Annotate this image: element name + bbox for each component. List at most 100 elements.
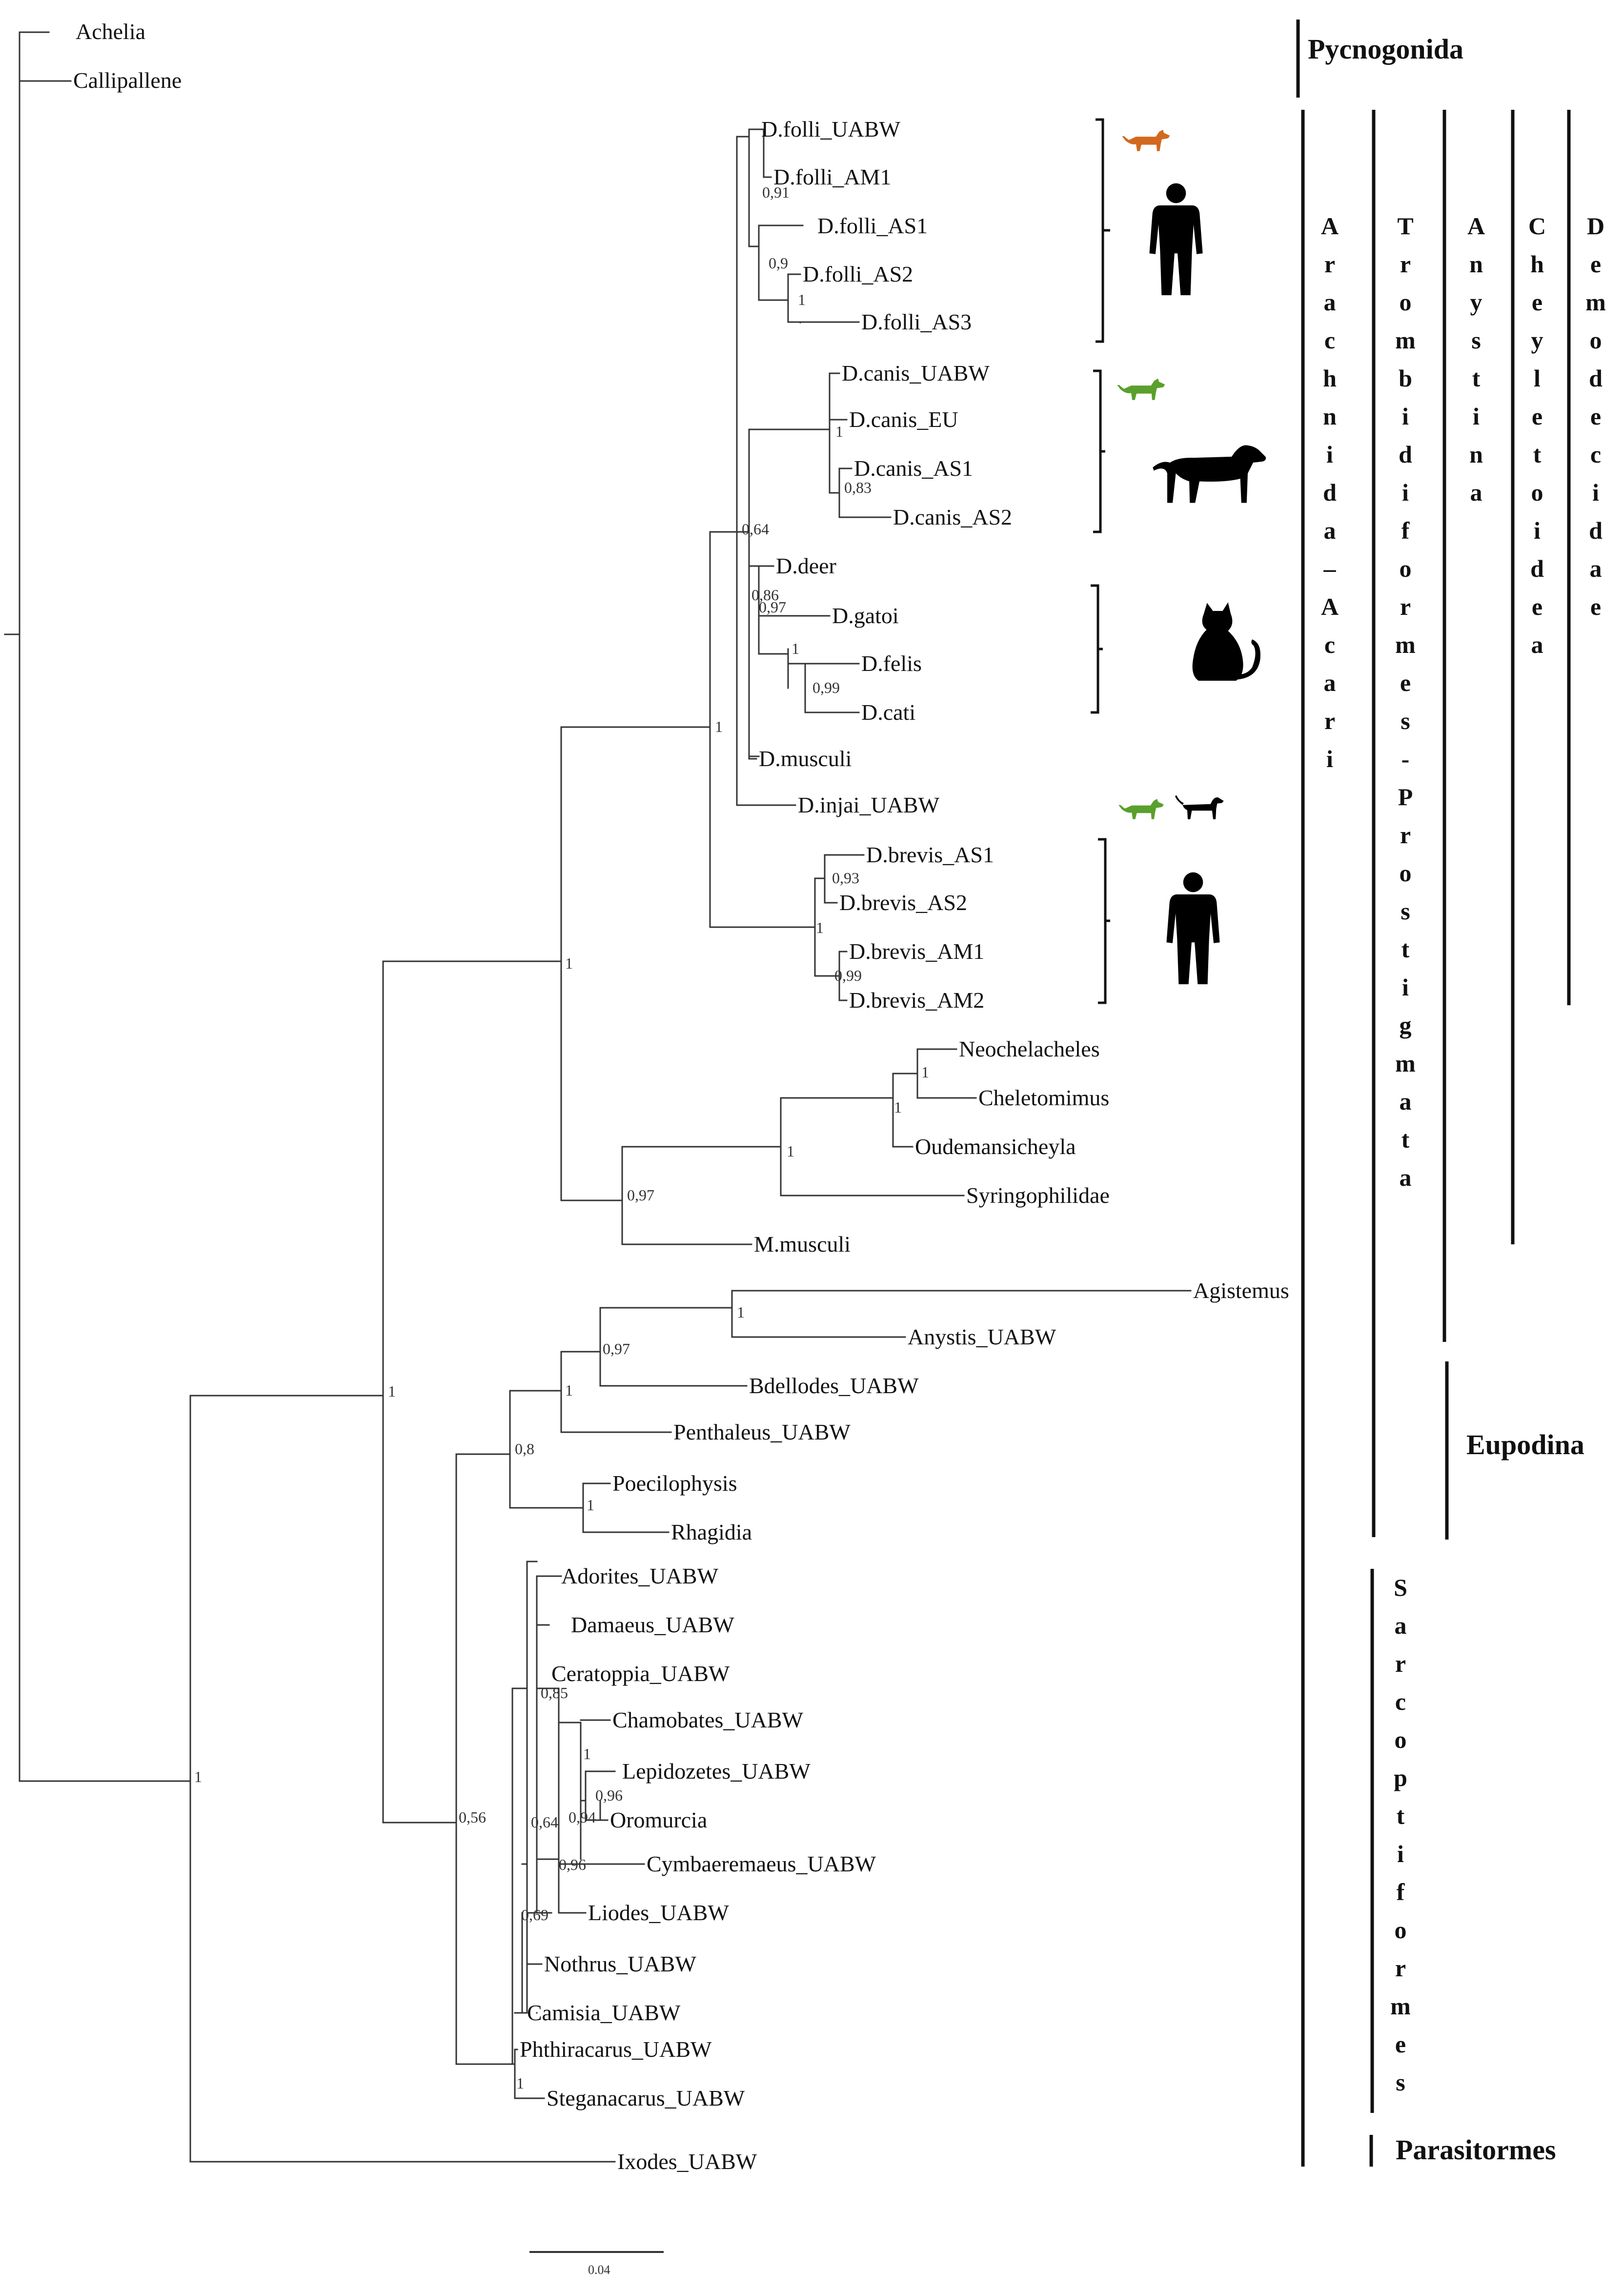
support-value: 1 [715,718,723,735]
support-value: 0,91 [762,183,790,201]
support-value: 1 [792,640,799,657]
tip-label: Phthiracarus_UABW [520,2037,712,2062]
dog-icon [1153,445,1266,503]
support-value: 0,99 [834,967,862,984]
tip-label: D.canis_UABW [842,361,990,385]
tip-label: Achelia [76,19,145,44]
tip-label: D.folli_AS3 [861,309,972,334]
tip-label: D.folli_AS1 [817,213,928,238]
tip-label: D.brevis_AM1 [849,939,984,964]
support-value: 1 [587,1496,594,1514]
support-value: 0,97 [627,1186,654,1204]
tip-label: D.cati [861,700,915,725]
tip-labels: Achelia Callipallene D.folli_UABW D.foll… [73,19,1289,2174]
support-value: 0,93 [832,869,859,887]
tip-label: D.folli_UABW [761,117,901,142]
tip-label: Oromurcia [610,1807,707,1832]
tip-label: D.musculi [759,746,852,771]
tip-label: D.brevis_AS1 [866,842,994,867]
tip-label: D.injai_UABW [798,792,940,817]
support-value: 0,94 [568,1808,596,1826]
tip-label: Steganacarus_UABW [547,2086,745,2110]
tip-label: Nothrus_UABW [544,1951,696,1976]
tip-label: Bdellodes_UABW [749,1373,919,1398]
tip-label: D.canis_EU [849,407,958,432]
tip-label: Cheletomimus [978,1085,1109,1110]
support-value: 1 [921,1063,929,1081]
support-value: 1 [798,291,806,308]
support-value: 1 [565,1381,573,1399]
tip-label: Callipallene [73,68,182,93]
support-value: 0,96 [595,1786,623,1804]
wild-canid-orange-icon [1122,129,1170,151]
tip-label: D.folli_AS2 [803,262,913,286]
tip-label: Lepidozetes_UABW [622,1759,811,1784]
tip-label: D.brevis_AM2 [849,988,984,1013]
tip-label: D.canis_AS2 [893,505,1012,529]
support-value: 0,56 [459,1808,486,1826]
tip-label: D.folli_AM1 [773,164,892,189]
clade-label-parasitormes: Parasitormes [1396,2134,1556,2166]
support-value: 0,9 [769,254,788,272]
cat-icon [1192,602,1260,681]
support-value: 1 [737,1303,745,1321]
support-value: 0,97 [603,1340,630,1358]
human-icon [1166,872,1220,984]
tip-label: Cymbaeremaeus_UABW [647,1851,876,1876]
support-value: 1 [516,2074,524,2092]
clade-label-eupodina: Eupodina [1466,1429,1584,1460]
human-icon [1149,183,1203,295]
tip-label: Damaeus_UABW [571,1612,734,1637]
tip-label: Camisia_UABW [527,2000,681,2025]
wild-canid-green-icon [1118,799,1164,819]
tip-label: D.felis [861,651,922,676]
wild-canid-green-icon [1117,378,1165,400]
tip-label: Rhagidia [671,1520,752,1544]
small-dog-icon [1175,795,1224,819]
tip-label: Anystis_UABW [908,1324,1056,1349]
support-value: 0,64 [531,1813,558,1831]
support-value: 1 [816,919,824,936]
support-values: 0,91 0,9 1 1 0,83 0,64 0,86 0,97 1 0,99 … [194,183,929,2092]
tree-branches [4,31,1192,2163]
clade-bars [1296,20,1571,2167]
support-value: 0,86 [751,586,779,604]
tip-label: D.brevis_AS2 [839,890,967,915]
tip-label: M.musculi [754,1232,851,1257]
support-value: 1 [583,1745,591,1763]
support-value: 0,85 [541,1684,568,1702]
support-value: 0,83 [844,479,872,496]
clade-label-pycnogonida: Pycnogonida [1308,33,1463,65]
support-value: 1 [565,954,573,972]
tip-label: D.deer [776,553,836,578]
tip-label: Syringophilidae [966,1183,1110,1208]
scale-bar: 0.04 [529,2251,664,2277]
host-brackets [1091,118,1110,1004]
tip-label: Ceratoppia_UABW [551,1661,730,1686]
tip-label: Adorites_UABW [561,1563,719,1588]
support-value: 0,64 [742,520,769,538]
support-value: 1 [894,1098,902,1116]
support-value: 1 [835,423,843,440]
tip-label: D.canis_AS1 [854,456,973,481]
support-value: 0,97 [759,598,786,616]
support-value: 1 [787,1142,794,1160]
tip-label: D.gatoi [832,603,899,628]
tip-label: Poecilophysis [612,1471,737,1496]
scale-bar-label: 0.04 [588,2263,610,2277]
tip-label: Chamobates_UABW [612,1707,804,1732]
tip-label: Ixodes_UABW [617,2149,757,2174]
tip-label: Agistemus [1193,1278,1289,1303]
support-value: 0,99 [812,679,840,696]
host-silhouettes [1117,129,1266,984]
support-value: 0,69 [521,1906,548,1924]
support-value: 1 [194,1768,202,1785]
